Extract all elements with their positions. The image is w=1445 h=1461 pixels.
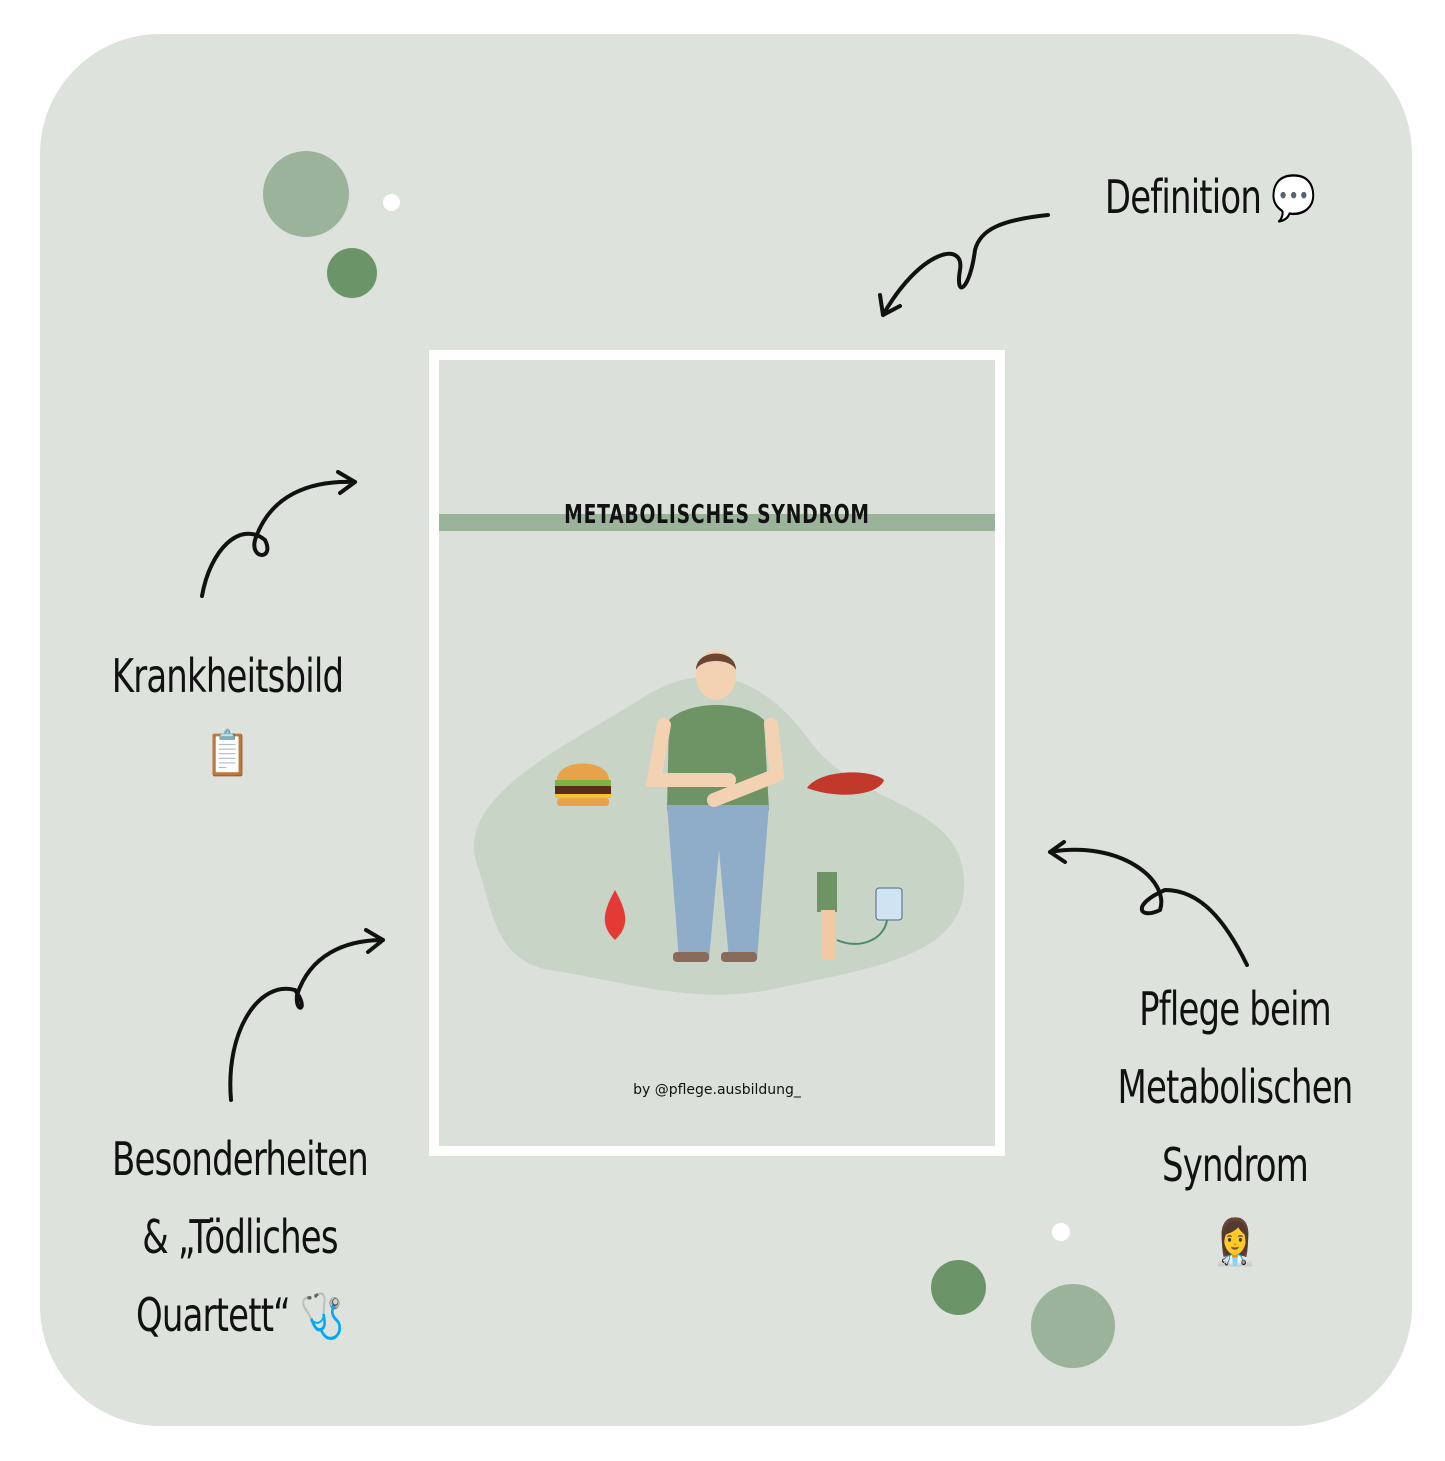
- title-band: [439, 514, 995, 531]
- krankheitsbild-text: Krankheitsbild: [111, 649, 344, 703]
- label-krankheitsbild: Krankheitsbild 📋: [90, 637, 365, 793]
- burger-icon: [555, 763, 611, 806]
- arrow-pflege: [1048, 840, 1249, 967]
- pflege-line: Syndrom: [1162, 1138, 1309, 1192]
- illustration: [473, 650, 965, 995]
- liver-icon: [807, 772, 884, 795]
- blood-pressure-icon: [817, 872, 903, 960]
- pflege-line: Pflege beim: [1139, 982, 1332, 1036]
- decor-dot: [383, 194, 400, 211]
- definition-text: Definition: [1104, 170, 1262, 224]
- decor-dot: [1052, 1223, 1070, 1241]
- arrow-besonderheiten: [228, 928, 385, 1102]
- document-preview: METABOLISCHES SYNDROM: [429, 350, 1005, 1156]
- arrow-definition: [878, 213, 1050, 317]
- arrow-krankheitsbild: [200, 470, 357, 598]
- decor-circle: [327, 248, 377, 298]
- besonderheiten-line: Quartett“: [136, 1288, 291, 1342]
- besonderheiten-line: Besonderheiten: [112, 1132, 369, 1186]
- speech-bubble-icon: 💬: [1270, 173, 1316, 224]
- besonderheiten-line: & „Tödliches: [142, 1210, 338, 1264]
- document-title: METABOLISCHES SYNDROM: [564, 500, 870, 530]
- decor-circle: [1031, 1284, 1115, 1368]
- person-icon: [645, 650, 785, 962]
- byline: by @pflege.ausbildung_: [633, 1082, 801, 1098]
- label-pflege: Pflege beim Metabolischen Syndrom 👩‍⚕️: [1092, 970, 1379, 1282]
- decor-circle: [263, 151, 349, 237]
- decor-circle: [931, 1260, 986, 1315]
- pflege-line: Metabolischen: [1117, 1060, 1353, 1114]
- clipboard-icon: 📋: [205, 728, 250, 779]
- label-definition: Definition 💬: [1087, 158, 1333, 238]
- woman-health-worker-icon: 👩‍⚕️: [1212, 1217, 1258, 1268]
- stethoscope-icon: 🩺: [299, 1291, 345, 1342]
- blood-drop-icon: [604, 890, 626, 940]
- label-besonderheiten: Besonderheiten & „Tödliches Quartett“ 🩺: [92, 1120, 387, 1356]
